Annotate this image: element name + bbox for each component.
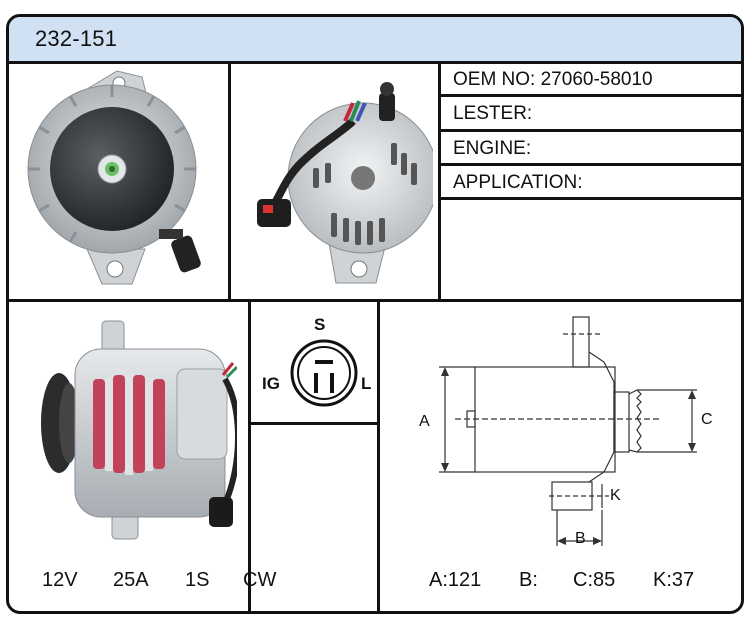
- header-bar: 232-151: [9, 17, 741, 64]
- product-card: 232-151 OEM NO: 27060-58010 LESTER: ENGI…: [6, 14, 744, 614]
- engine-field: ENGINE:: [453, 138, 532, 159]
- dim-a-label: A: [419, 413, 430, 430]
- dim-c-label: C: [701, 411, 713, 428]
- dim-b-label: B: [575, 530, 586, 547]
- divider-v3: [248, 301, 251, 611]
- spec-rotation: CW: [243, 569, 277, 591]
- divider-h-mid: [9, 299, 741, 302]
- alternator-front-photo: [27, 70, 201, 285]
- pin-ig-label: IG: [262, 374, 280, 393]
- info-row-line-3: [440, 163, 741, 166]
- dim-c-value: C:85: [573, 569, 616, 591]
- dimension-drawing: [439, 316, 697, 546]
- divider-h-connector: [248, 422, 379, 425]
- info-row-line-4: [440, 197, 741, 200]
- spec-amperage: 25A: [113, 569, 149, 591]
- part-number-title: 232-151: [35, 26, 118, 51]
- dim-k-label: K: [610, 487, 621, 504]
- spec-pulley: 1S: [185, 569, 210, 591]
- divider-v2: [438, 61, 441, 301]
- dim-a-value: A:121: [429, 569, 482, 591]
- connector-diagram: [290, 339, 358, 407]
- divider-v1: [228, 61, 231, 301]
- application-field: APPLICATION:: [453, 172, 583, 193]
- lester-field: LESTER:: [453, 103, 533, 124]
- dim-b-value: B:: [519, 569, 538, 591]
- divider-v4: [377, 301, 380, 611]
- info-row-line-1: [440, 94, 741, 97]
- dim-k-value: K:37: [653, 569, 695, 591]
- alternator-side-photo: [41, 320, 237, 540]
- info-row-line-2: [440, 129, 741, 132]
- pin-l-label: L: [361, 374, 372, 393]
- oem-number: OEM NO: 27060-58010: [453, 69, 653, 90]
- alternator-rear-photo: [257, 82, 433, 284]
- spec-voltage: 12V: [42, 569, 78, 591]
- pin-s-label: S: [314, 315, 326, 334]
